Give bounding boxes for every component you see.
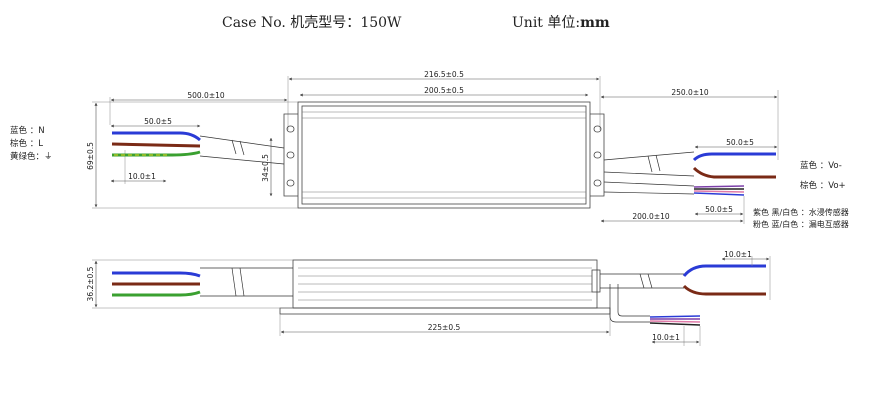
output-label-pos: 棕色 ：Vo+: [800, 180, 846, 191]
signal-wire-purple: [693, 185, 745, 188]
dim-output-cable-length: 250.0±10: [671, 88, 709, 97]
input-label-pe: 黄绿色：⏚: [10, 151, 53, 162]
side-input-wire-n: [112, 271, 201, 278]
dim-input-strip: 50.0±5: [144, 117, 172, 126]
output-jacket-bottom: [603, 171, 695, 177]
side-signal-jacket-a: [609, 284, 650, 323]
signal-wire-pink: [693, 190, 745, 193]
side-output-wire-neg: [682, 264, 766, 277]
top-view: 216.5±0.5 200.5±0.5: [10, 70, 849, 229]
dim-body-length: 200.5±0.5: [424, 86, 464, 95]
input-jacket-bottom: [199, 155, 285, 165]
mount-ear-right: [590, 113, 605, 197]
signal-label-leakage: 粉色 蓝/白色 ：漏电互感器: [753, 219, 849, 229]
signal-jacket-bottom: [603, 191, 695, 195]
dim-signal-strip: 50.0±5: [705, 205, 733, 214]
case-value: 150W: [360, 15, 402, 31]
signal-label-water: 紫色 黑/白色 ：水浸传感器: [753, 207, 849, 217]
output-break-mark: [647, 154, 661, 173]
housing-fins: [302, 111, 586, 199]
mount-hole-right-bottom: [593, 179, 602, 187]
side-base-plate: [279, 307, 611, 315]
input-label-l: 棕色 ：L: [10, 138, 43, 149]
side-signal-jacket-b: [617, 284, 650, 317]
input-break-mark: [231, 139, 245, 156]
output-wire-neg: [692, 152, 776, 162]
dim-signal-cable-length: 200.0±10: [632, 212, 670, 221]
output-jacket-top: [603, 151, 695, 161]
unit-value: mm: [580, 15, 610, 31]
side-signal-wire-black: [649, 322, 701, 326]
dim-height: 69±0.5: [86, 142, 95, 170]
case-label: Case No. 机壳型号：: [222, 15, 361, 31]
mount-hole-right-top: [593, 125, 602, 133]
side-input-wire-pe: [112, 290, 201, 297]
mount-hole-left-bottom: [286, 179, 295, 187]
side-input-break: [231, 267, 245, 297]
case-header: Case No. 机壳型号：150W: [222, 12, 401, 32]
dim-side-output-tin: 10.0±1: [724, 250, 752, 259]
mount-hole-left-mid: [286, 151, 295, 159]
input-wire-n: [112, 131, 201, 142]
dim-output-strip: 50.0±5: [726, 138, 754, 147]
output-label-neg: 蓝色 ：Vo-: [800, 160, 842, 171]
mount-hole-right-mid: [593, 151, 602, 159]
side-signal-wire-blue: [649, 315, 701, 318]
side-gland: [591, 269, 601, 293]
input-jacket-top: [199, 135, 285, 149]
side-output-break: [639, 273, 653, 289]
dim-side-height: 36.2±0.5: [86, 266, 95, 301]
signal-jacket-top: [603, 181, 695, 187]
side-view: 36.2±0.5 225±0.5 10.0±1: [86, 250, 771, 346]
input-wire-l: [111, 142, 201, 148]
unit-header: Unit 单位:mm: [512, 12, 610, 32]
dim-base-length: 225±0.5: [428, 323, 461, 332]
dim-overall-length: 216.5±0.5: [424, 70, 464, 79]
housing-top: [297, 101, 591, 209]
dim-input-cable-length: 500.0±10: [187, 91, 225, 100]
output-wire-pos: [692, 166, 776, 179]
dim-side-signal-tin: 10.0±1: [652, 333, 680, 342]
mount-ear-left: [283, 113, 298, 197]
signal-wire-blue: [693, 192, 745, 196]
unit-label: Unit 单位:: [512, 15, 581, 31]
housing-top-inner: [301, 105, 587, 205]
input-label-n: 蓝色 ：N: [10, 125, 45, 136]
input-wire-pe: [112, 150, 201, 157]
dim-input-tin: 10.0±1: [128, 172, 156, 181]
mount-hole-left-top: [286, 125, 295, 133]
side-signal-wire-pink: [649, 320, 701, 323]
side-output-wire-pos: [682, 284, 766, 296]
dim-mount-height: 34±0.5: [261, 154, 270, 182]
